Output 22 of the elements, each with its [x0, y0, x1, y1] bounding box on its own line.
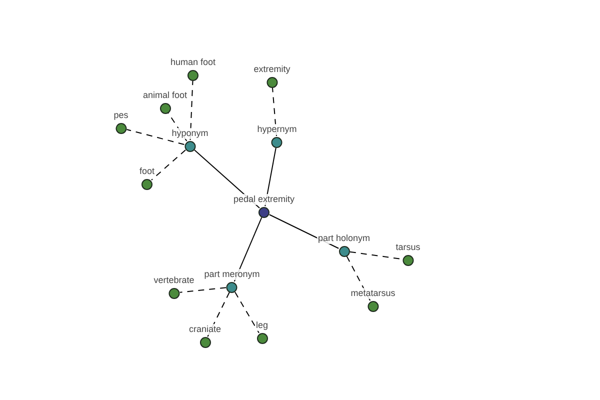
node-label: animal foot: [142, 90, 188, 100]
dashed-connector: [346, 256, 371, 302]
node-label: extremity: [252, 64, 292, 74]
dashed-connector: [190, 80, 194, 140]
node-label: human foot: [169, 56, 217, 68]
node-label: vertebrate: [152, 274, 196, 286]
dashed-connector: [272, 87, 277, 137]
node-label: metatarsus: [350, 288, 396, 298]
dashed-connector: [234, 292, 260, 334]
node-label: part meronym: [203, 268, 261, 280]
dashed-connector: [151, 149, 186, 181]
node-label: pedal extremity: [232, 194, 296, 204]
node-label: hyponym: [170, 128, 210, 138]
dashed-connector: [179, 287, 227, 293]
node-label: part holonym: [316, 232, 372, 244]
node-label: foot: [138, 166, 156, 176]
dashed-connector: [126, 129, 185, 145]
node-label: craniate: [188, 324, 222, 334]
node-label: tarsus: [394, 242, 422, 252]
node-label: hypernym: [256, 124, 298, 134]
dashed-connector: [207, 292, 230, 338]
node-label: leg: [255, 320, 269, 330]
